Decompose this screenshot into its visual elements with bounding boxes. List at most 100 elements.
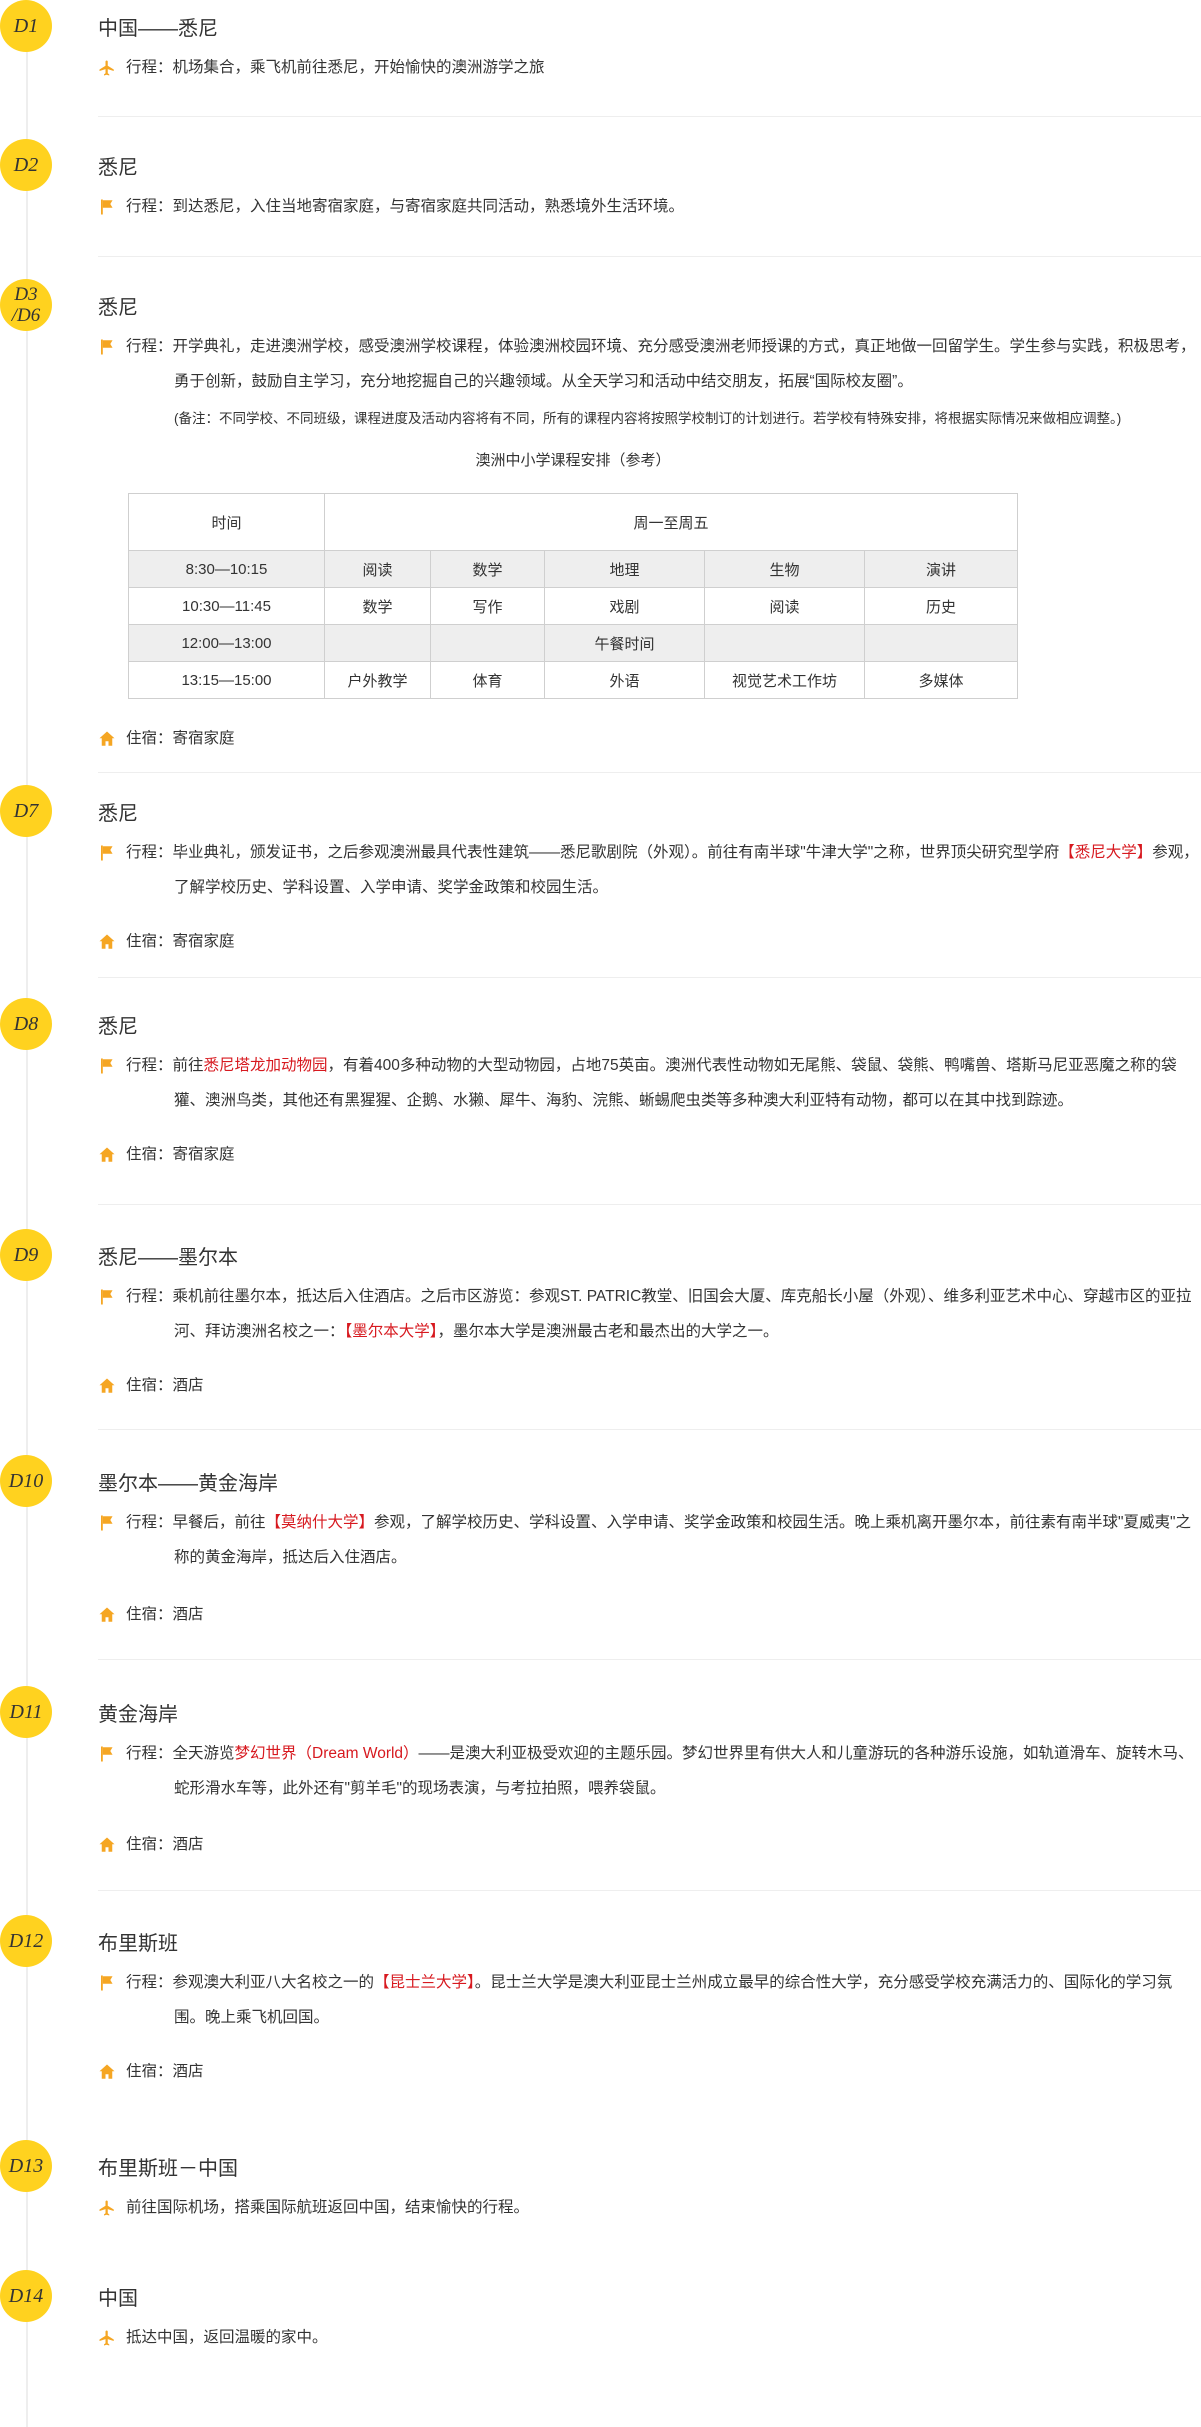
stay-text: 住宿：寄宿家庭	[126, 1146, 235, 1163]
row-text: ，有着400多种动物的大型动物园，占地75英亩。澳洲代表性动物如无尾熊、袋鼠、袋…	[174, 1057, 1177, 1109]
header-cell-days: 周一至周五	[324, 493, 1018, 551]
flag-icon	[101, 1289, 113, 1305]
divider	[98, 772, 1201, 773]
day-badge: D11	[0, 1686, 52, 1738]
time-cell: 8:30—10:15	[128, 550, 325, 588]
university-highlight: 【莫纳什大学】	[265, 1514, 375, 1531]
row-label: 行程：	[126, 1514, 173, 1531]
row-text: 前往	[172, 1057, 204, 1074]
row-text: 抵达中国，返回温暖的家中。	[126, 2329, 328, 2346]
flag-icon	[101, 1058, 113, 1074]
subject-cell: 午餐时间	[544, 624, 705, 662]
day-badge: D14	[0, 2270, 52, 2322]
day-badge: D13	[0, 2140, 52, 2192]
flag-icon	[101, 1515, 113, 1531]
flag-icon	[101, 1746, 113, 1762]
subject-cell: 地理	[544, 550, 705, 588]
subject-cell: 生物	[704, 550, 865, 588]
table-title: 澳洲中小学课程安排（参考）	[475, 452, 671, 469]
subject-cell	[864, 624, 1018, 662]
divider	[98, 1204, 1201, 1205]
zoo-highlight: 悉尼塔龙加动物园	[203, 1057, 328, 1074]
row-label: 行程：	[126, 844, 173, 861]
day-title: 悉尼	[98, 803, 138, 825]
row-label: 行程：	[126, 59, 173, 76]
row-label: 行程：	[126, 338, 173, 355]
timeline-line	[26, 0, 28, 2427]
day-badge: D10	[0, 1455, 52, 1507]
day-title: 悉尼——墨尔本	[98, 1247, 238, 1269]
flag-icon	[101, 199, 113, 215]
day-title: 悉尼	[98, 297, 138, 319]
subject-cell: 多媒体	[864, 661, 1018, 699]
day-title: 布里斯班	[98, 1933, 178, 1955]
row-text: 参观，了解学校历史、学科设置、入学申请、奖学金政策和校园生活。晚上乘机离开墨尔本…	[174, 1514, 1192, 1566]
subject-cell	[704, 624, 865, 662]
stay-text: 住宿：酒店	[126, 1836, 204, 1853]
day-title: 布里斯班－中国	[98, 2158, 238, 2180]
row-label: 行程：	[126, 198, 173, 215]
subject-cell: 外语	[544, 661, 705, 699]
park-highlight: 梦幻世界（Dream World）	[234, 1745, 419, 1762]
row-text: 毕业典礼，颁发证书，之后参观澳洲最具代表性建筑——悉尼歌剧院（外观）。前往有南半…	[172, 844, 1060, 861]
row-label: 行程：	[126, 1974, 173, 1991]
row-text: 参观澳大利亚八大名校之一的	[172, 1974, 375, 1991]
house-icon	[99, 2064, 115, 2079]
row-text: 。昆士兰大学是澳大利亚昆士兰州成立最早的综合性大学，充分感受学校充满活力的、国际…	[174, 1974, 1173, 2026]
day-badge: D3/D6	[0, 279, 52, 331]
row-label: 行程：	[126, 1288, 173, 1305]
subject-cell: 数学	[430, 550, 545, 588]
subject-cell: 演讲	[864, 550, 1018, 588]
subject-cell: 阅读	[324, 550, 431, 588]
row-text: 参观，了解学校历史、学科设置、入学申请、奖学金政策和校园生活。	[174, 844, 1199, 896]
day-badge: D8	[0, 998, 52, 1050]
day-title: 墨尔本——黄金海岸	[98, 1473, 278, 1495]
divider	[98, 256, 1201, 257]
subject-cell	[324, 624, 431, 662]
row-label: 行程：	[126, 1745, 173, 1762]
flag-icon	[101, 1975, 113, 1991]
row-text: 全天游览	[172, 1745, 235, 1762]
subject-cell: 写作	[430, 587, 545, 625]
stay-text: 住宿：酒店	[126, 1606, 204, 1623]
subject-cell: 体育	[430, 661, 545, 699]
house-icon	[99, 1607, 115, 1622]
row-text: 乘机前往墨尔本，抵达后入住酒店。之后市区游览：参观ST. PATRIC教堂、旧国…	[172, 1288, 1192, 1340]
day-badge: D1	[0, 0, 52, 52]
row-label: 行程：	[126, 1057, 173, 1074]
divider	[98, 1429, 1201, 1430]
stay-text: 住宿：寄宿家庭	[126, 933, 235, 950]
day-title: 黄金海岸	[98, 1704, 178, 1726]
stay-text: 住宿：酒店	[126, 1377, 204, 1394]
stay-text: 住宿：酒店	[126, 2063, 204, 2080]
flag-icon	[101, 845, 113, 861]
house-icon	[99, 1837, 115, 1852]
row-text: 前往国际机场，搭乘国际航班返回中国，结束愉快的行程。	[126, 2199, 530, 2216]
divider	[98, 1890, 1201, 1891]
day-badge: D2	[0, 139, 52, 191]
row-text: 开学典礼，走进澳洲学校，感受澳洲学校课程，体验澳洲校园环境、充分感受澳洲老师授课…	[172, 338, 1196, 390]
table-row: 8:30—10:15 阅读 数学 地理 生物 演讲	[128, 550, 1018, 588]
schedule-table: 时间 周一至周五 8:30—10:15 阅读 数学 地理 生物 演讲 10:30…	[128, 493, 1018, 699]
subject-cell	[430, 624, 545, 662]
time-cell: 10:30—11:45	[128, 587, 325, 625]
university-highlight: 【墨尔本大学】	[344, 1323, 438, 1340]
row-text: ，墨尔本大学是澳洲最古老和最杰出的大学之一。	[437, 1323, 779, 1340]
house-icon	[99, 1147, 115, 1162]
table-row: 10:30—11:45 数学 写作 戏剧 阅读 历史	[128, 587, 1018, 625]
divider	[98, 116, 1201, 117]
flag-icon	[101, 339, 113, 355]
subject-cell: 阅读	[704, 587, 865, 625]
row-text: 到达悉尼，入住当地寄宿家庭，与寄宿家庭共同活动，熟悉境外生活环境。	[172, 198, 685, 215]
row-text: 机场集合，乘飞机前往悉尼，开始愉快的澳洲游学之旅	[172, 59, 545, 76]
header-cell-time: 时间	[128, 493, 325, 551]
row-text: ——是澳大利亚极受欢迎的主题乐园。梦幻世界里有供大人和儿童游玩的各种游乐设施，如…	[174, 1745, 1194, 1797]
table-header-row: 时间 周一至周五	[128, 493, 1018, 551]
house-icon	[99, 934, 115, 949]
subject-cell: 戏剧	[544, 587, 705, 625]
table-row: 12:00—13:00 午餐时间	[128, 624, 1018, 662]
house-icon	[99, 1378, 115, 1393]
time-cell: 12:00—13:00	[128, 624, 325, 662]
house-icon	[99, 731, 115, 746]
day-title: 中国——悉尼	[98, 18, 218, 40]
